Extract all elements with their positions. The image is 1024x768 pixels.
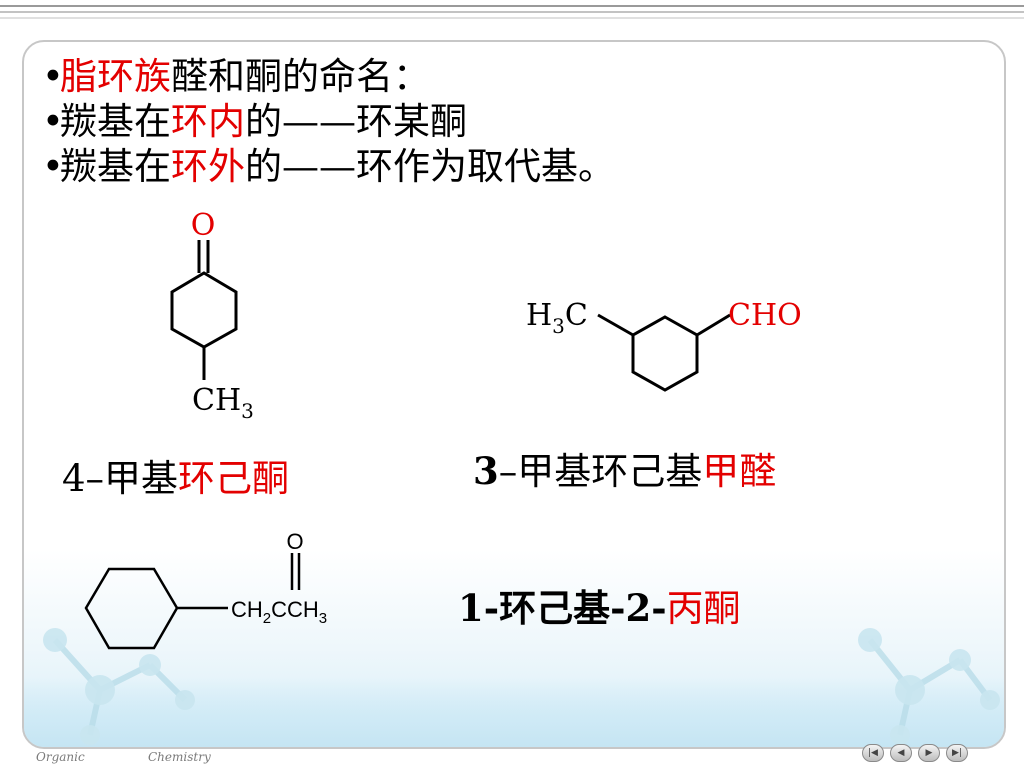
compound-name-1-prefix: 4–甲基 [62,457,179,500]
slide-frame [22,40,1006,749]
compound-name-2-number: 3 [473,449,499,493]
bullet-list: •脂环族醛和酮的命名： •羰基在环内的——环某酮 •羰基在环外的——环作为取代基… [42,54,615,189]
aldehyde-methyl-label: H3C [526,298,588,338]
compound-name-3-highlight: 丙酮 [666,587,741,630]
slide-navigation: |◀ ◀ ▶ ▶| [862,744,968,762]
first-slide-button[interactable]: |◀ [862,744,884,762]
structure-methylcyclohexylmethanal [597,313,731,392]
acetone-oxygen-label: O [286,529,303,554]
compound-name-2-prefix: –甲基环己基 [498,450,703,493]
bullet-2-highlight: 环内 [171,100,245,143]
aldehyde-cho-label: CHO [728,298,802,333]
ketone-oxygen-label: O [191,208,216,243]
decorative-band [24,677,1004,747]
bullet-item-3: •羰基在环外的——环作为取代基。 [42,145,615,188]
compound-name-3-prefix: 1-环己基-2- [458,586,667,630]
bullet-2-text-b: 的——环某酮 [245,100,467,143]
compound-name-2-highlight: 甲醛 [702,450,777,493]
footer-right: Chemistry [148,750,211,764]
bullet-item-1: •脂环族醛和酮的命名： [42,55,430,98]
bullet-2-text-a: 羰基在 [60,100,171,143]
bullet-3-text-a: 羰基在 [60,145,171,188]
compound-name-3: 1-环己基-2-丙酮 [458,578,741,632]
compound-name-1: 4–甲基环己酮 [62,448,289,502]
ketone-methyl-label: CH3 [192,383,254,423]
acetone-chain-label: CH2CCH3 [231,597,327,627]
compound-name-2: 3–甲基环己基甲醛 [473,441,776,495]
last-slide-button[interactable]: ▶| [946,744,968,762]
bullet-3-text-b: 的——环作为取代基。 [245,145,615,188]
compound-name-1-highlight: 环己酮 [178,457,290,500]
previous-slide-button[interactable]: ◀ [890,744,912,762]
structure-cyclohexylpropanone [84,553,301,650]
bullet-1-highlight: 脂环族 [60,55,171,98]
bullet-item-2: •羰基在环内的——环某酮 [42,100,467,143]
structure-methylcyclohexanone [170,240,238,380]
bullet-3-highlight: 环外 [171,145,245,188]
bullet-1-text: 醛和酮的命名： [171,55,430,98]
footer-left: Organic [36,750,85,764]
next-slide-button[interactable]: ▶ [918,744,940,762]
header-decoration [0,5,1024,19]
